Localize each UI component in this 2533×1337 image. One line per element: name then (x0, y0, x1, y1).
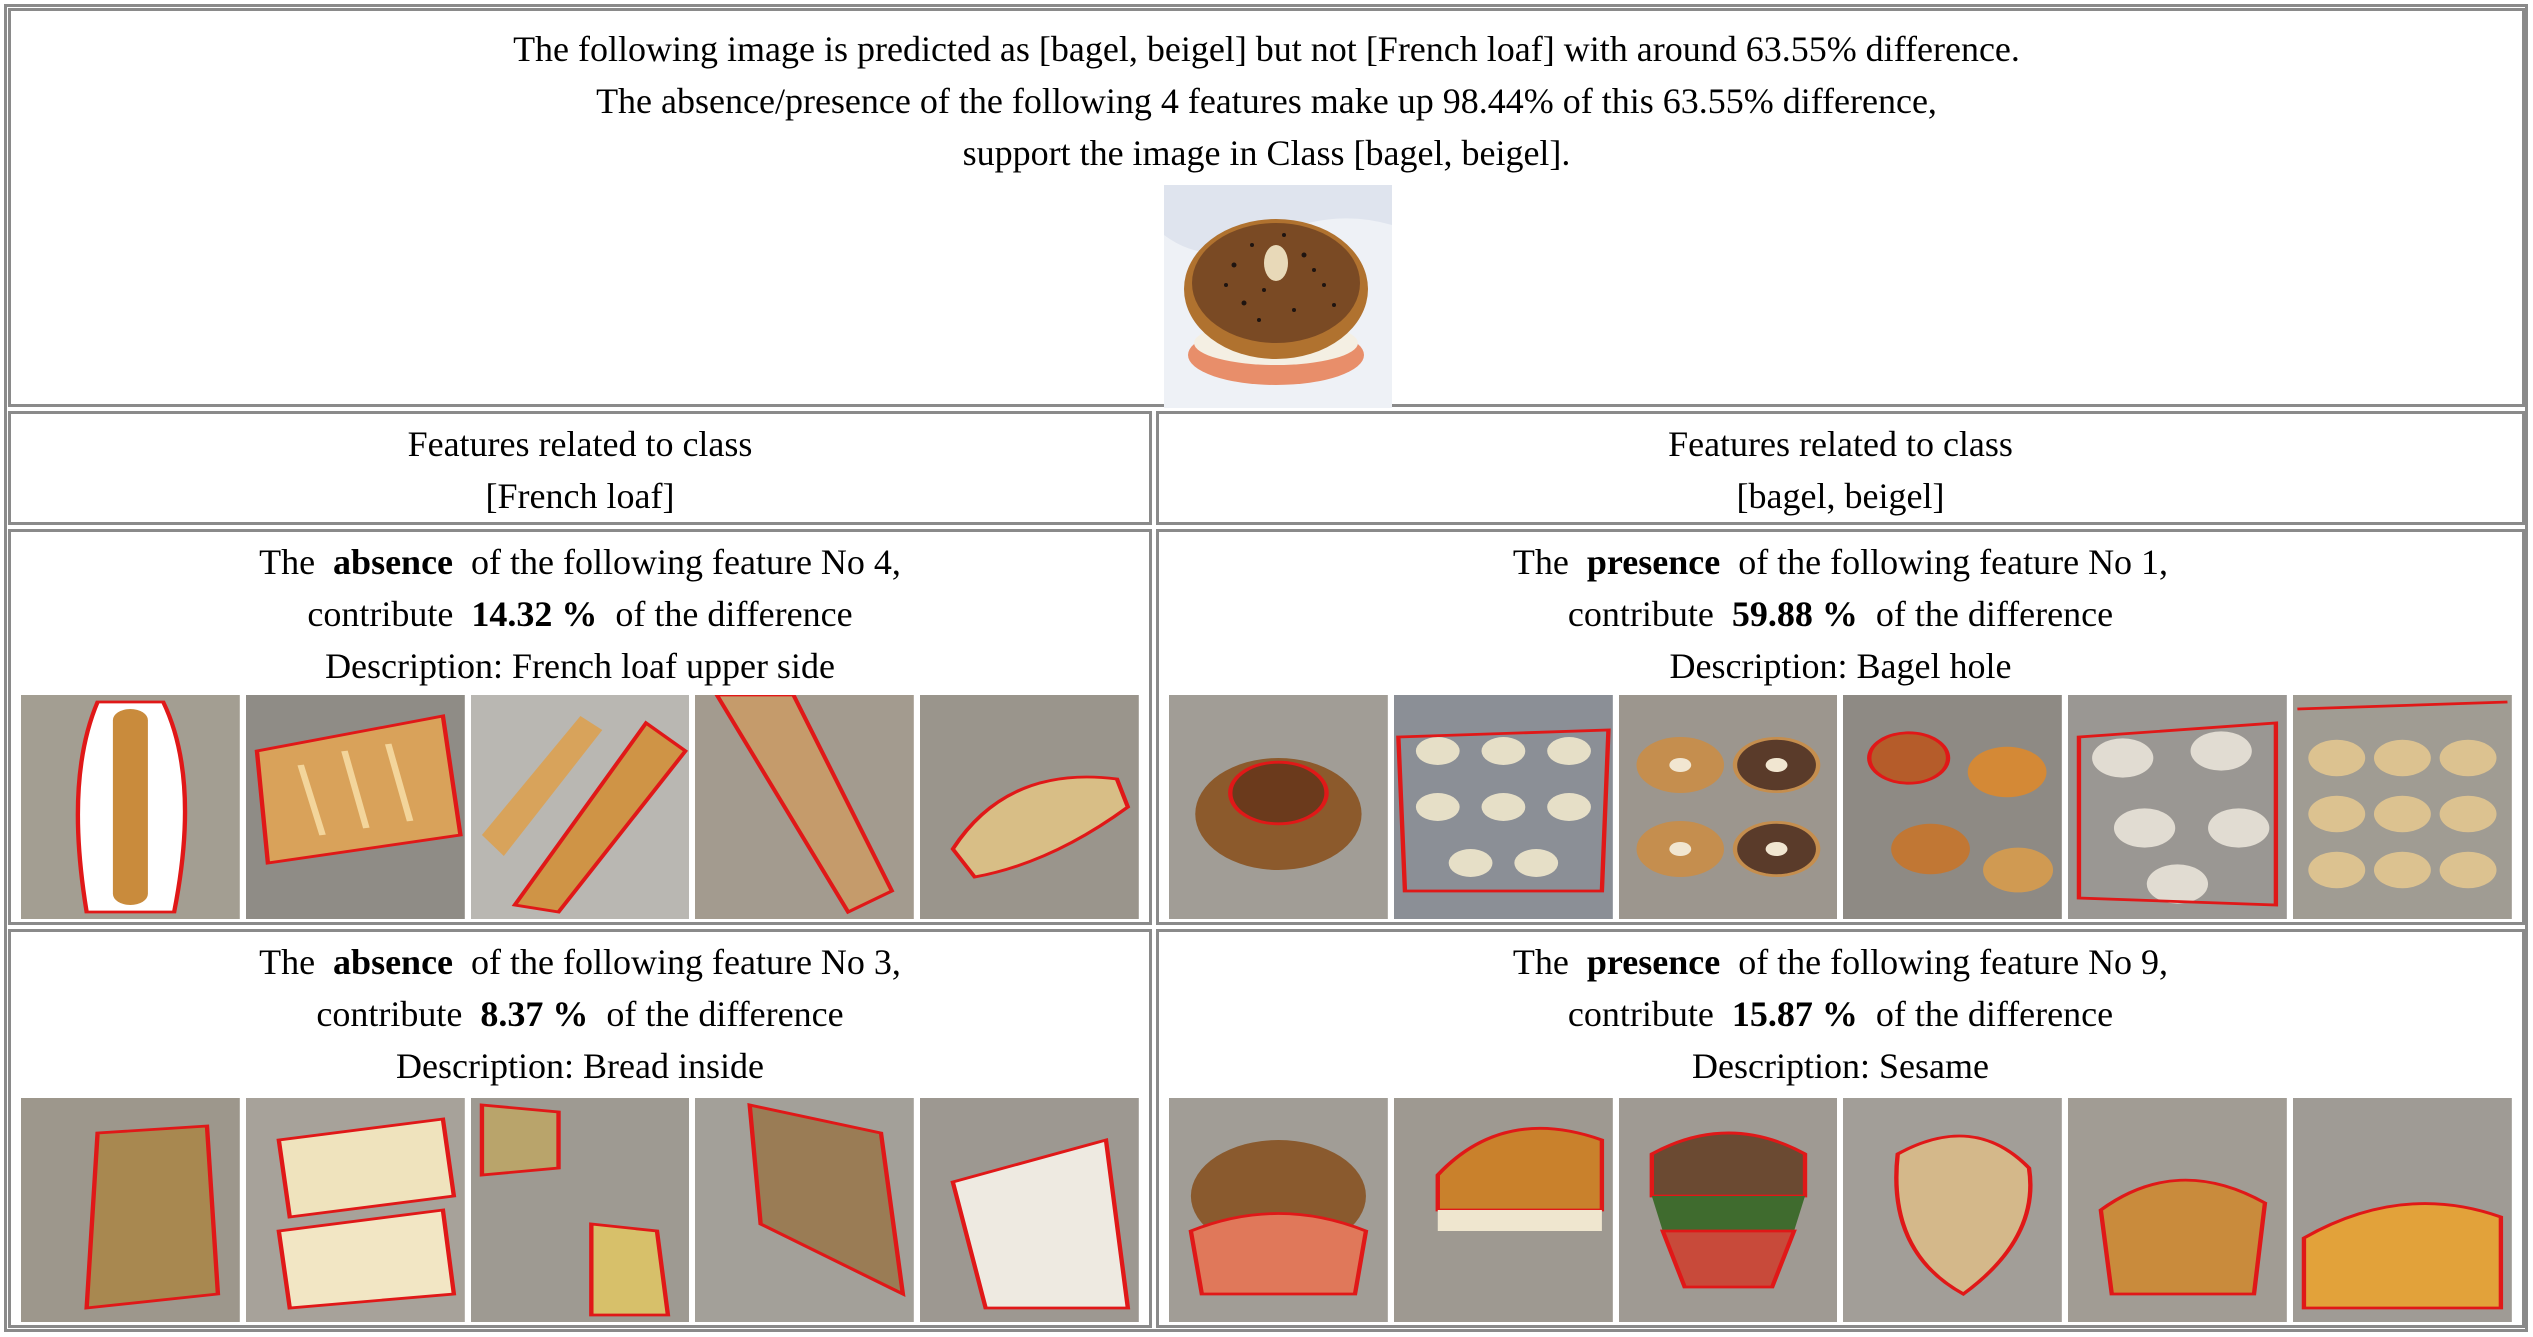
header-line-3: support the image in Class [bagel, beige… (962, 133, 1571, 173)
feature-contribution: contribute 14.32 % of the difference (11, 588, 1149, 640)
contribute-label: contribute (307, 594, 454, 634)
feature-mid: of the following feature No 3, (471, 942, 901, 982)
feature-percent: 14.32 % (471, 594, 598, 634)
feature-contribution: contribute 8.37 % of the difference (11, 988, 1149, 1040)
class-cell-french-loaf: Features related to class [French loaf] (8, 411, 1152, 525)
example-image (1393, 695, 1613, 919)
header-line-2: The absence/presence of the following 4 … (596, 81, 1937, 121)
contribute-label: contribute (1567, 994, 1714, 1034)
figure-frame (4, 4, 2528, 1332)
example-image (695, 1098, 915, 1322)
feature-cell-3: The absence of the following feature No … (8, 929, 1152, 1328)
example-image (1393, 1098, 1613, 1322)
feature-mid: of the following feature No 1, (1738, 542, 2169, 582)
class-cell-bagel: Features related to class [bagel, beigel… (1156, 411, 2525, 525)
feature-mid: of the following feature No 9, (1738, 942, 2169, 982)
example-image (1169, 1098, 1388, 1322)
example-image (1618, 695, 1838, 919)
example-image (920, 1098, 1139, 1322)
feature-description: Description: Bread inside (396, 1046, 764, 1086)
feature-kind: absence (333, 542, 454, 582)
feature-cell-4: The absence of the following feature No … (8, 529, 1152, 925)
feature-percent: 15.87 % (1731, 994, 1858, 1034)
example-strip (1169, 1098, 2512, 1322)
class-name: [French loaf] (485, 476, 675, 516)
feature-title: The absence of the following feature No … (11, 536, 1149, 588)
example-strip (1169, 695, 2512, 919)
feature-pre: The (259, 542, 316, 582)
example-image (21, 695, 240, 919)
example-strip (21, 695, 1139, 919)
example-image (1169, 695, 1388, 919)
class-name: [bagel, beigel] (1736, 476, 1945, 516)
example-image (920, 695, 1139, 919)
class-label: Features related to class (407, 424, 753, 464)
example-image (245, 695, 465, 919)
example-image (1843, 695, 2063, 919)
example-strip (21, 1098, 1139, 1322)
feature-percent: 59.88 % (1731, 594, 1858, 634)
example-image (2293, 1098, 2512, 1322)
feature-contribution: contribute 15.87 % of the difference (1159, 988, 2522, 1040)
example-image (470, 1098, 690, 1322)
feature-description: Description: Sesame (1692, 1046, 1989, 1086)
feature-title: The absence of the following feature No … (11, 936, 1149, 988)
feature-percent: 8.37 % (480, 994, 589, 1034)
example-image (2068, 1098, 2288, 1322)
feature-kind: presence (1586, 942, 1721, 982)
example-image (2293, 695, 2512, 919)
feature-kind: presence (1586, 542, 1721, 582)
header-text: The following image is predicted as [bag… (11, 23, 2522, 179)
contribute-label: contribute (316, 994, 463, 1034)
example-image (1843, 1098, 2063, 1322)
header-line-1: The following image is predicted as [bag… (513, 29, 2020, 69)
feature-cell-9: The presence of the following feature No… (1156, 929, 2525, 1328)
feature-pre: The (1512, 942, 1569, 982)
contribute-label: contribute (1567, 594, 1714, 634)
example-image (1618, 1098, 1838, 1322)
example-image (470, 695, 690, 919)
example-image (21, 1098, 240, 1322)
feature-kind: absence (333, 942, 454, 982)
feature-description: Description: French loaf upper side (325, 646, 835, 686)
class-label: Features related to class (1668, 424, 2013, 464)
feature-title: The presence of the following feature No… (1159, 536, 2522, 588)
contribute-suffix: of the difference (1875, 994, 2114, 1034)
feature-pre: The (1512, 542, 1569, 582)
example-image (695, 695, 915, 919)
feature-description: Description: Bagel hole (1669, 646, 2012, 686)
example-image (2068, 695, 2288, 919)
contribute-suffix: of the difference (615, 594, 853, 634)
contribute-suffix: of the difference (606, 994, 844, 1034)
feature-cell-1: The presence of the following feature No… (1156, 529, 2525, 925)
feature-title: The presence of the following feature No… (1159, 936, 2522, 988)
contribute-suffix: of the difference (1875, 594, 2114, 634)
feature-contribution: contribute 59.88 % of the difference (1159, 588, 2522, 640)
header-cell: The following image is predicted as [bag… (8, 8, 2525, 408)
feature-mid: of the following feature No 4, (471, 542, 901, 582)
query-image (1164, 185, 1392, 408)
feature-pre: The (259, 942, 316, 982)
example-image (245, 1098, 465, 1322)
